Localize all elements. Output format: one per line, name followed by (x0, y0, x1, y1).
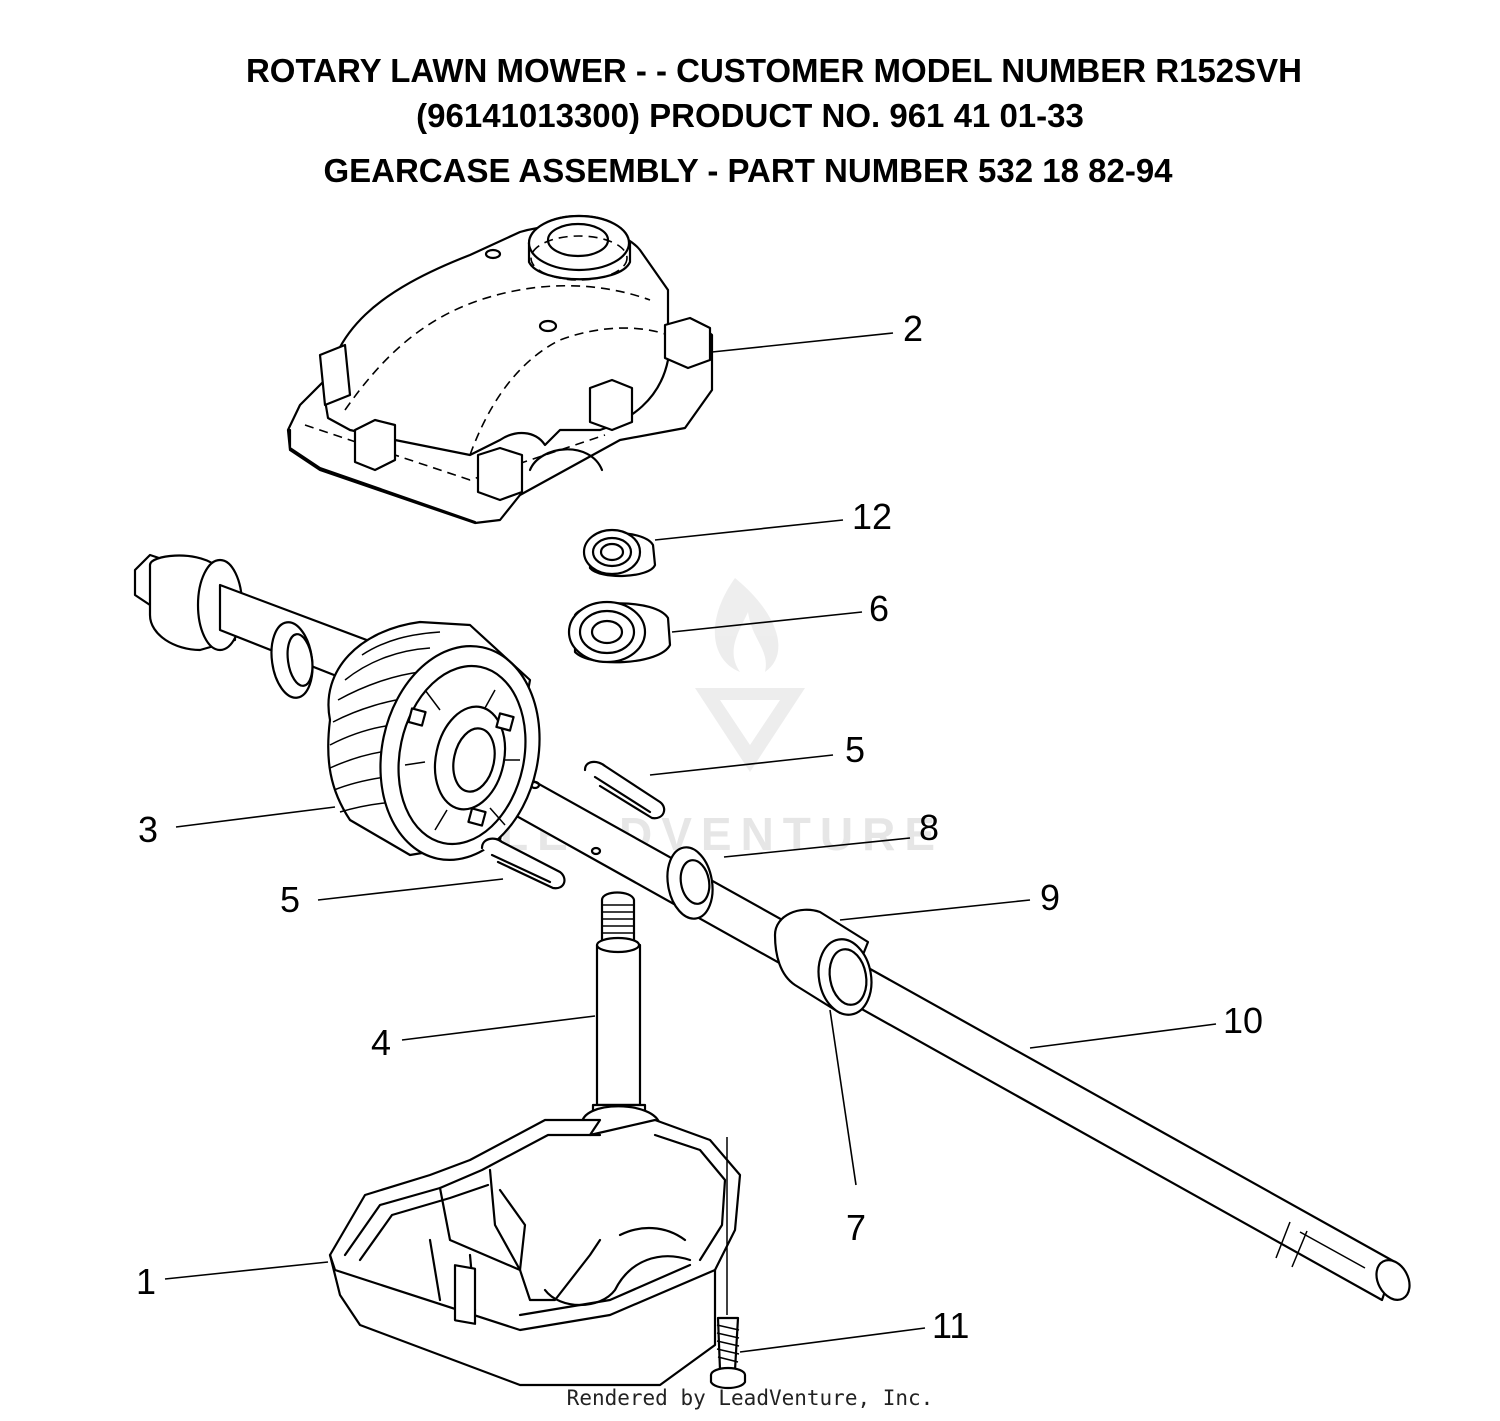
title-line-3: GEARCASE ASSEMBLY - PART NUMBER 532 18 8… (323, 152, 1173, 189)
part-5-pin-lower (480, 837, 566, 890)
footer-credit: Rendered by LeadVenture, Inc. (0, 1386, 1500, 1410)
callout-6: 6 (869, 588, 889, 629)
leader-lines (164, 332, 1217, 1353)
part-9-bushing (773, 908, 873, 1016)
part-2-gearcase-cover (286, 214, 714, 525)
callout-10: 10 (1223, 1000, 1263, 1041)
callout-7: 7 (846, 1207, 866, 1248)
title-line-2: (96141013300) PRODUCT NO. 961 41 01-33 (416, 97, 1084, 134)
part-3-bevel-gear (133, 553, 541, 861)
callout-4: 4 (371, 1022, 391, 1063)
part-6-bearing-large (567, 600, 672, 664)
part-8-washer (666, 846, 714, 920)
footer-text: Rendered by LeadVenture, Inc. (566, 1386, 934, 1410)
part-11-screw (709, 1137, 747, 1390)
callout-3: 3 (138, 809, 158, 850)
callout-9: 9 (1040, 877, 1060, 918)
part-12-bearing-small (582, 528, 657, 578)
watermark-logo (695, 578, 805, 772)
callout-11: 11 (932, 1305, 969, 1346)
callout-1: 1 (136, 1261, 156, 1302)
part-5-pin-upper (583, 760, 666, 820)
callout-8: 8 (919, 807, 939, 848)
callout-5-lower: 5 (280, 879, 300, 920)
callout-12: 12 (852, 496, 892, 537)
callout-2: 2 (903, 308, 923, 349)
title-line-1: ROTARY LAWN MOWER - - CUSTOMER MODEL NUM… (245, 52, 1303, 89)
part-1-gearcase-housing (328, 1118, 742, 1387)
callout-5-upper: 5 (845, 729, 865, 770)
